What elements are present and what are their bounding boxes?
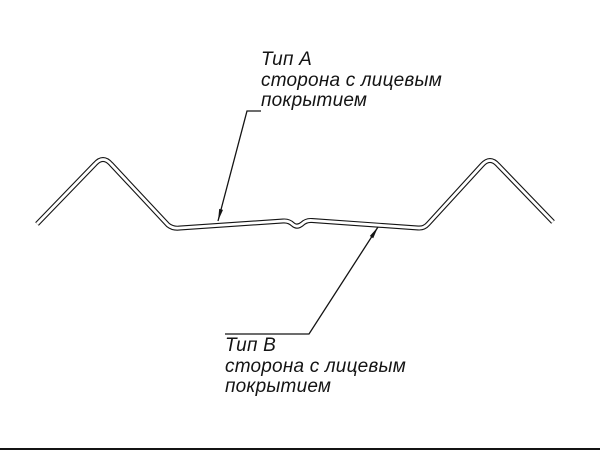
arrowhead-type-b xyxy=(369,227,378,239)
type-a-description-line1: сторона с лицевым xyxy=(261,69,442,91)
type-b-description-line1: сторона с лицевым xyxy=(225,355,406,377)
type-a-description-line2: покрытием xyxy=(261,90,368,111)
leader-line-type-b xyxy=(225,226,379,335)
metal-profile-inner-gap xyxy=(35,158,555,230)
type-b-description-line2: покрытием xyxy=(225,376,332,397)
type-a-title: Тип А xyxy=(261,49,312,70)
drawing-frame-bottom-border xyxy=(0,448,600,450)
arrowhead-type-a xyxy=(218,208,223,221)
leader-line-type-a xyxy=(217,110,261,222)
metal-profile-outline xyxy=(35,157,555,231)
type-a-label: Тип А сторона с лицевым покрытием xyxy=(261,49,442,112)
type-b-title: Тип В xyxy=(225,335,276,356)
type-b-label: Тип В сторона с лицевым покрытием xyxy=(225,335,406,398)
